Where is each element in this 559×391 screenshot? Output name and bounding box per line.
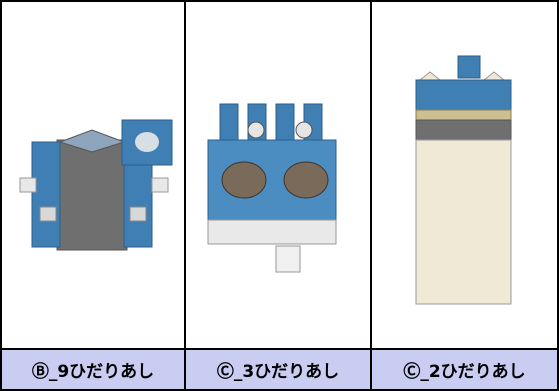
part-image-cell-2: [184, 0, 372, 350]
part-image-c3-left-leg: [207, 103, 337, 273]
part-image-cell-1: [0, 0, 186, 350]
part-image-cell-3: [370, 0, 559, 350]
part-image-c2-left-leg: [415, 55, 512, 305]
part-caption-2: Ⓒ_3ひだりあし: [184, 348, 372, 391]
part-caption-3: Ⓒ_2ひだりあし: [370, 348, 559, 391]
part-caption-1: Ⓑ_9ひだりあし: [0, 348, 186, 391]
part-image-b9-left-leg: [19, 119, 173, 251]
